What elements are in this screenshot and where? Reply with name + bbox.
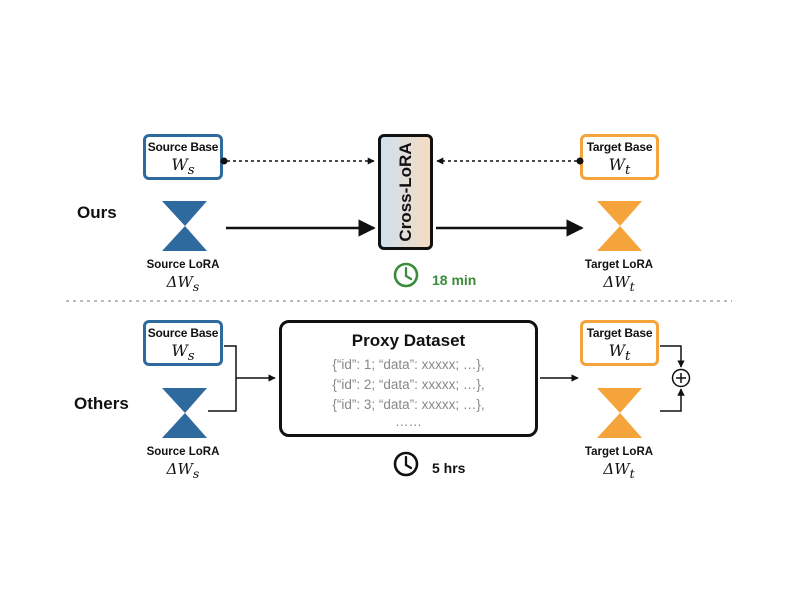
others-row-label: Others xyxy=(74,394,129,413)
others-merge-bracket xyxy=(660,345,685,412)
ours-source-base-connector xyxy=(220,157,375,165)
plus-icon xyxy=(671,368,691,388)
ours-source-lora-icon xyxy=(162,201,207,251)
proxy-dataset-line: {“id”: 1; “data”: xxxxx; …}, xyxy=(332,357,485,372)
proxy-dataset-line: {“id”: 2; “data”: xxxxx; …}, xyxy=(332,377,485,392)
others-source-base-title: Source Base xyxy=(147,326,219,340)
others-target-base-title: Target Base xyxy=(586,326,653,340)
others-source-base-symbol: Ws xyxy=(171,341,195,365)
ours-target-base-title: Target Base xyxy=(586,140,653,154)
proxy-dataset-line: {“id”: 3; “data”: xxxxx; …}, xyxy=(332,397,485,412)
others-source-base-box: Source Base Ws xyxy=(143,320,223,366)
ours-target-base-symbol: Wt xyxy=(608,155,631,179)
clock-icon xyxy=(393,451,419,477)
clock-icon xyxy=(393,262,419,288)
ours-source-base-box: Source Base Ws xyxy=(143,134,223,180)
proxy-dataset-box: Proxy Dataset {“id”: 1; “data”: xxxxx; …… xyxy=(279,320,538,437)
ours-target-base-connector xyxy=(436,157,584,165)
others-target-base-box: Target Base Wt xyxy=(580,320,659,366)
others-target-lora-caption: Target LoRA ΔWt xyxy=(584,446,654,481)
ours-target-lora-icon xyxy=(597,201,642,251)
proxy-dataset-ellipsis: …… xyxy=(395,414,422,429)
ours-source-base-title: Source Base xyxy=(147,140,219,154)
cross-lora-block: Cross-LoRA xyxy=(378,134,433,250)
others-target-lora-icon xyxy=(597,388,642,438)
others-input-bracket xyxy=(208,345,276,412)
others-time-label: 5 hrs xyxy=(432,460,466,476)
others-source-lora-icon xyxy=(162,388,207,438)
proxy-dataset-title: Proxy Dataset xyxy=(351,331,466,350)
ours-target-base-box: Target Base Wt xyxy=(580,134,659,180)
ours-source-base-symbol: Ws xyxy=(171,155,195,179)
ours-source-lora-caption: Source LoRA ΔWs xyxy=(146,259,220,294)
others-source-lora-caption: Source LoRA ΔWs xyxy=(146,446,220,481)
others-target-base-symbol: Wt xyxy=(608,341,631,365)
ours-row-label: Ours xyxy=(77,203,117,222)
ours-time-label: 18 min xyxy=(432,272,477,288)
ours-target-lora-caption: Target LoRA ΔWt xyxy=(584,259,654,294)
